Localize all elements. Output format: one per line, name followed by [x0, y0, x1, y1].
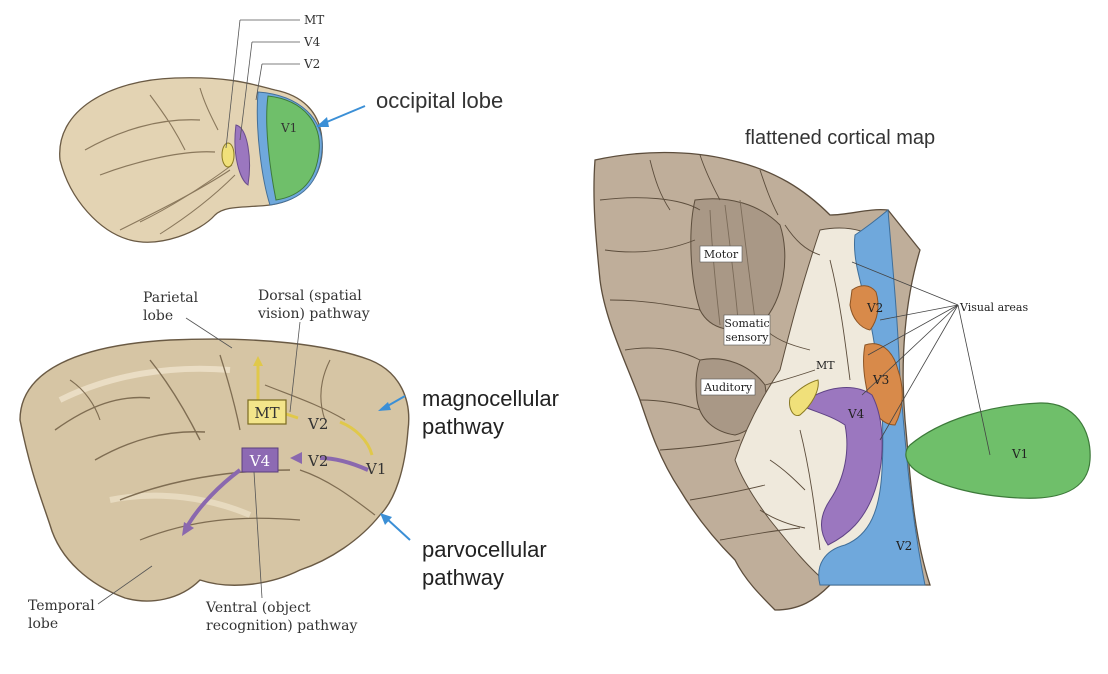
flat-mt-area	[789, 379, 819, 417]
top-label-v1: V1	[280, 121, 297, 135]
top-label-v2: V2	[303, 57, 320, 71]
flat-auditory-region	[695, 358, 767, 436]
magno-label-line1: magnocellular	[422, 386, 559, 411]
flat-label-v3: V3	[872, 373, 889, 387]
parvo-label-line2: pathway	[422, 565, 504, 590]
bottom-brain-outline	[19, 338, 410, 602]
top-brain: MT V4 V2 V1	[59, 13, 324, 243]
flat-somatic-tag: Somatic sensory	[723, 314, 771, 346]
top-v4-area	[234, 124, 250, 186]
flat-label-auditory: Auditory	[703, 381, 753, 394]
flat-v1-area	[905, 402, 1091, 499]
bottom-v2-lower: V2	[307, 452, 328, 470]
v4-box	[241, 447, 279, 473]
dorsal-pathway-arrow	[339, 420, 374, 456]
flat-map	[593, 151, 1091, 611]
temporal-label-line1: Temporal	[28, 598, 95, 614]
ventral-label-line1: Ventral (object	[205, 600, 311, 616]
magno-arrow	[378, 395, 406, 411]
mt-box-label: MT	[254, 404, 279, 422]
top-label-mt: MT	[304, 13, 324, 27]
parvo-label-line1: parvocellular	[422, 537, 547, 562]
ventral-pathway-arrow	[319, 456, 369, 472]
top-label-v4: V4	[303, 35, 321, 49]
parvo-arrow	[380, 513, 411, 541]
flat-label-somatic-2: sensory	[726, 331, 770, 344]
parietal-label-line1: Parietal	[143, 290, 199, 306]
flat-label-motor: Motor	[704, 248, 739, 261]
flat-motor-region	[690, 198, 786, 331]
flat-label-v2-bottom: V2	[895, 539, 912, 553]
flat-motor-tag: Motor	[699, 245, 743, 263]
flat-label-v2-top: V2	[866, 301, 883, 315]
dorsal-label-line2: vision) pathway	[257, 306, 370, 322]
parietal-label-line2: lobe	[143, 308, 173, 324]
bottom-v1: V1	[365, 460, 386, 478]
mt-box	[247, 399, 287, 425]
flat-label-somatic-1: Somatic	[724, 317, 769, 330]
flat-v4-area	[799, 387, 883, 546]
dorsal-label-line1: Dorsal (spatial	[258, 288, 362, 304]
flat-label-v1: V1	[1011, 447, 1028, 461]
bottom-v2-upper: V2	[307, 415, 328, 433]
ventral-label-line2: recognition) pathway	[206, 618, 357, 634]
flat-auditory-tag: Auditory	[700, 378, 756, 396]
occipital-lobe-label: occipital lobe	[376, 88, 503, 113]
top-v1-area	[266, 95, 320, 201]
magno-label-line2: pathway	[422, 414, 504, 439]
flat-label-mt: MT	[816, 359, 835, 372]
flat-label-visual-areas: Visual areas	[959, 301, 1028, 314]
bottom-brain: MT V4 V2 V2 V1	[19, 338, 410, 602]
flat-v3-area-top	[849, 285, 879, 331]
flat-label-v4: V4	[847, 407, 865, 421]
top-mt-area	[221, 142, 235, 168]
occipital-arrow	[316, 105, 366, 127]
temporal-label-line2: lobe	[28, 616, 58, 632]
v4-box-label: V4	[249, 452, 270, 470]
flat-map-title: flattened cortical map	[745, 127, 935, 149]
